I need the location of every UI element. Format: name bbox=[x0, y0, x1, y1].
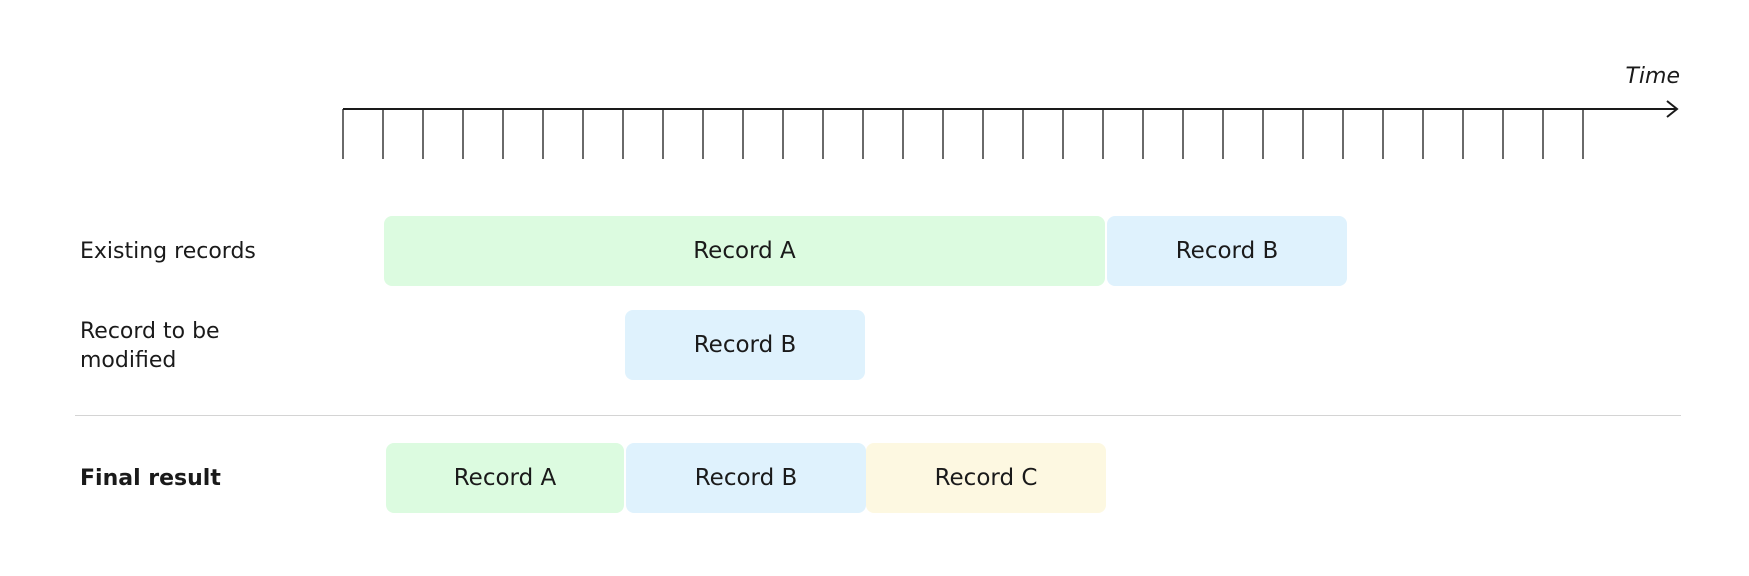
existing-record-b: Record B bbox=[1107, 216, 1347, 286]
existing-record-a: Record A bbox=[384, 216, 1105, 286]
final-record-a: Record A bbox=[386, 443, 624, 513]
divider-line bbox=[75, 415, 1681, 416]
record-label: Record A bbox=[453, 465, 557, 491]
row-label-final-result: Final result bbox=[80, 466, 221, 491]
time-axis-ticks bbox=[342, 109, 1584, 159]
record-label: Record B bbox=[1175, 238, 1279, 264]
record-label: Record A bbox=[693, 238, 796, 264]
modified-record-b: Record B bbox=[625, 310, 865, 380]
row-label-record-to-be-modified: Record to be modified bbox=[80, 319, 220, 373]
record-label: Record B bbox=[694, 465, 798, 491]
final-record-b: Record B bbox=[626, 443, 866, 513]
time-axis-label: Time bbox=[1625, 64, 1680, 89]
record-label: Record B bbox=[693, 332, 797, 358]
final-record-c: Record C bbox=[866, 443, 1106, 513]
row-label-existing-records: Existing records bbox=[80, 239, 256, 264]
time-axis-arrowhead bbox=[1666, 100, 1679, 118]
record-label: Record C bbox=[934, 465, 1038, 491]
